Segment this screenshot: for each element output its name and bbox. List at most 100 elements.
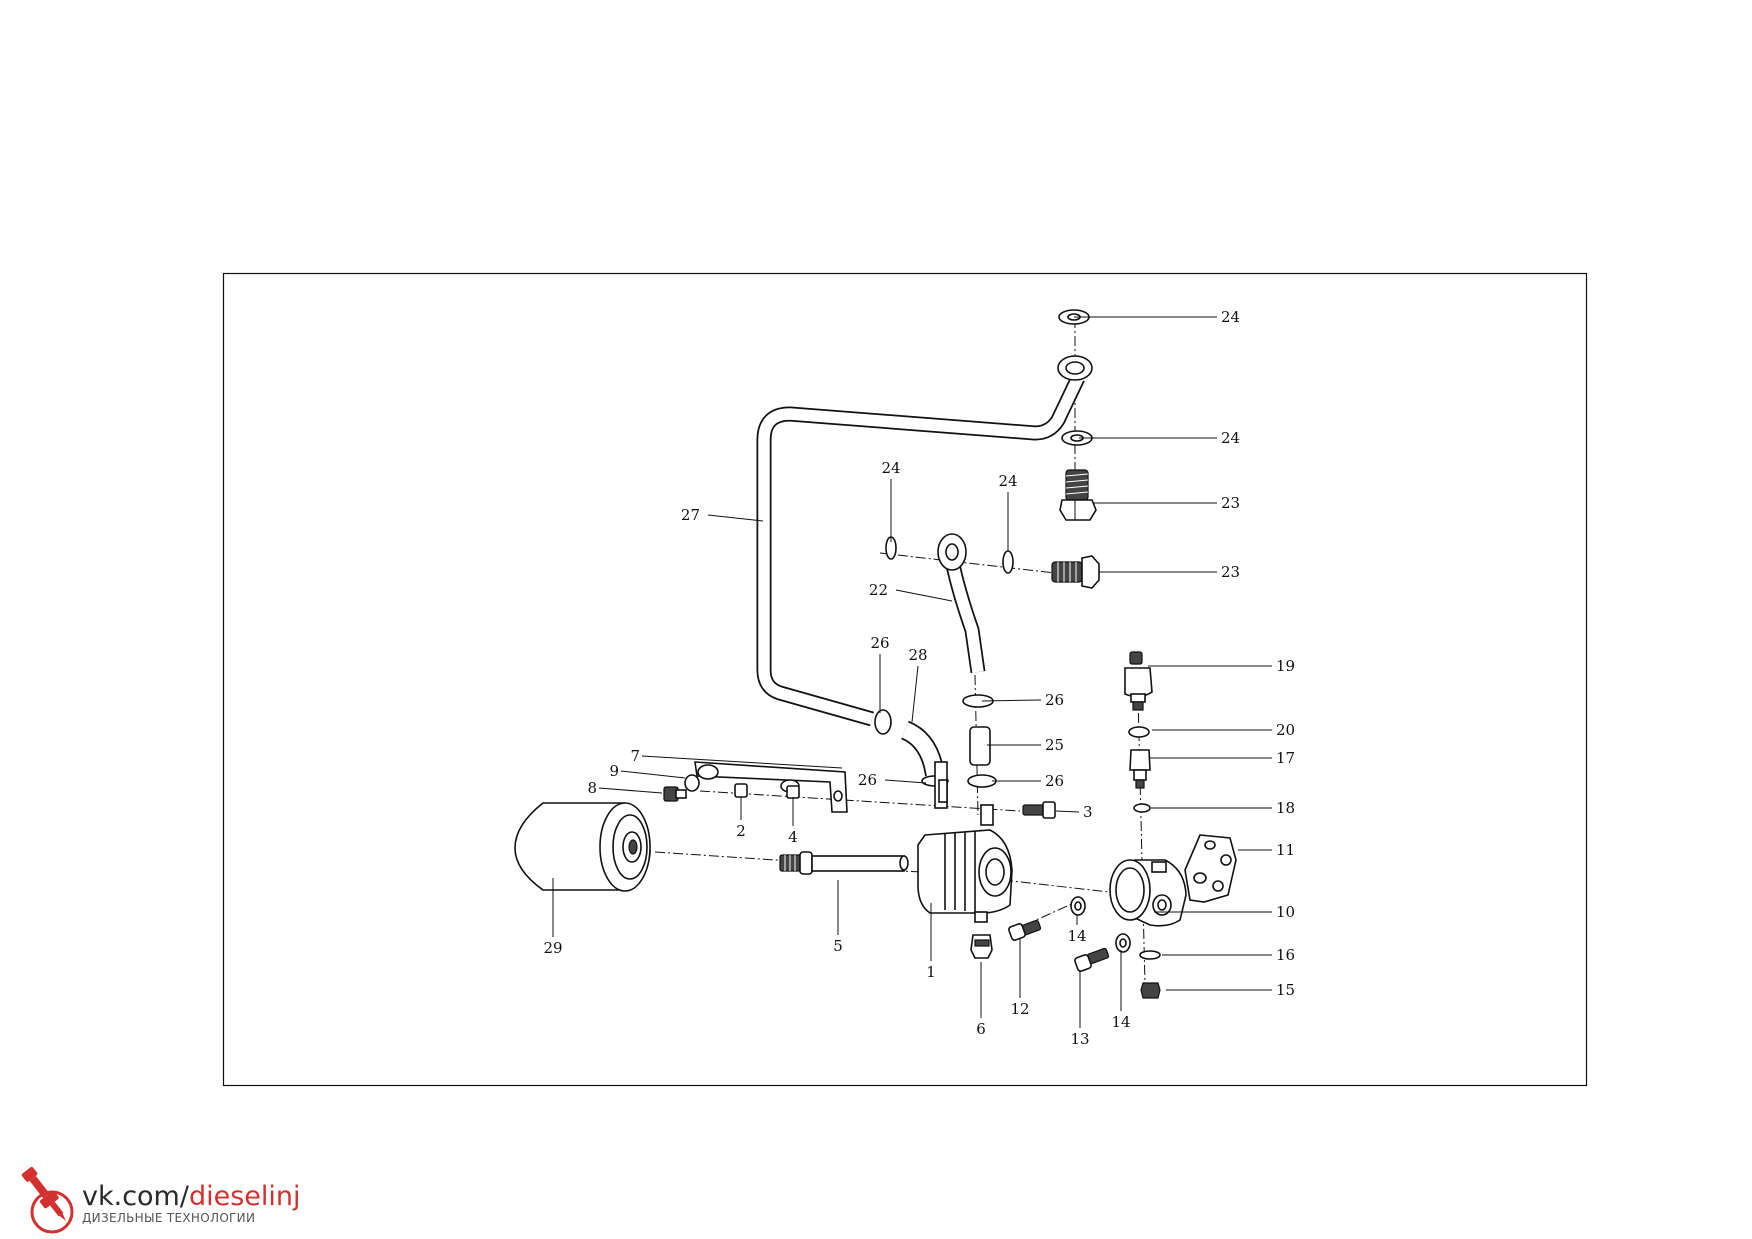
callout-18: 18	[1151, 799, 1295, 817]
bracket-7	[694, 761, 848, 813]
callout-leader	[707, 514, 764, 522]
callout-number: 7	[630, 747, 640, 765]
callout-14: 14	[1067, 915, 1087, 945]
callout-8: 8	[587, 779, 663, 797]
washer-9	[684, 774, 700, 792]
washer-24-right	[1002, 550, 1014, 574]
bolt-3	[1022, 801, 1056, 819]
bolt-13	[1074, 947, 1110, 972]
hose-28	[900, 720, 945, 777]
watermark-text: vk.com/dieselinj ДИЗЕЛЬНЫЕ ТЕХНОЛОГИИ	[82, 1183, 301, 1226]
callout-16: 16	[1162, 946, 1295, 964]
callout-28: 28	[908, 646, 928, 723]
plug-15	[1140, 982, 1161, 999]
oil-filter-29	[514, 802, 651, 892]
callout-leader	[598, 787, 663, 794]
callout-14: 14	[1111, 950, 1131, 1031]
bolt-8	[663, 786, 687, 802]
callout-leader	[620, 770, 686, 779]
hose-clamp-26-lower	[967, 774, 997, 788]
callout-5: 5	[833, 880, 843, 955]
callout-9: 9	[609, 762, 686, 780]
callout-26: 26	[870, 634, 890, 713]
oil-pipe-22	[937, 533, 986, 674]
callout-24: 24	[998, 472, 1018, 551]
callout-leader	[884, 779, 927, 784]
callout-24: 24	[881, 459, 901, 542]
callout-number: 20	[1276, 721, 1295, 739]
callout-number: 10	[1276, 903, 1295, 921]
callout-number: 23	[1221, 494, 1240, 512]
callout-number: 17	[1276, 749, 1295, 767]
callout-27: 27	[681, 506, 764, 524]
callout-22: 22	[869, 581, 953, 602]
callout-2: 2	[736, 797, 746, 840]
oil-cooler-1	[917, 761, 1013, 959]
callout-29: 29	[543, 878, 563, 957]
callout-15: 15	[1166, 981, 1295, 999]
callout-1: 1	[926, 903, 936, 981]
spacer-2	[734, 783, 748, 798]
callout-number: 28	[908, 646, 927, 664]
watermark-tagline: ДИЗЕЛЬНЫЕ ТЕХНОЛОГИИ	[82, 1211, 256, 1225]
injector-icon	[21, 1166, 66, 1221]
washer-14-upper	[1070, 896, 1086, 916]
callout-24: 24	[1074, 308, 1240, 326]
callout-number: 14	[1111, 1013, 1130, 1031]
callout-23: 23	[1099, 563, 1240, 581]
callout-number: 27	[681, 506, 700, 524]
callout-7: 7	[630, 747, 843, 769]
callout-number: 14	[1067, 927, 1086, 945]
callout-number: 4	[788, 828, 798, 846]
callout-26: 26	[981, 691, 1064, 709]
callout-number: 26	[1045, 691, 1064, 709]
callout-number: 24	[881, 459, 900, 477]
callout-11: 11	[1238, 841, 1295, 859]
callout-number: 8	[587, 779, 597, 797]
callout-number: 12	[1010, 1000, 1029, 1018]
spacer-4	[786, 785, 800, 799]
callout-10: 10	[1154, 903, 1295, 921]
callout-number: 19	[1276, 657, 1295, 675]
dieselinj-logo	[21, 1166, 74, 1234]
callout-13: 13	[1070, 970, 1090, 1048]
callout-number: 16	[1276, 946, 1295, 964]
callout-number: 3	[1083, 803, 1093, 821]
adapter-17	[1129, 749, 1151, 789]
watermark-url-prefix: vk.com/	[82, 1181, 189, 1212]
callout-number: 6	[976, 1020, 986, 1038]
callout-number: 24	[998, 472, 1017, 490]
callout-number: 23	[1221, 563, 1240, 581]
callout-3: 3	[1055, 803, 1093, 821]
callout-number: 13	[1070, 1030, 1089, 1048]
callout-number: 24	[1221, 308, 1240, 326]
ring-icon	[30, 1190, 74, 1234]
callout-number: 18	[1276, 799, 1295, 817]
callout-26: 26	[992, 772, 1064, 790]
hose-clamp-26-left	[874, 709, 892, 735]
callout-leader	[641, 755, 843, 769]
callout-number: 26	[858, 771, 877, 789]
callout-leader	[895, 589, 953, 602]
watermark-url[interactable]: vk.com/dieselinj	[82, 1183, 301, 1211]
callout-number: 9	[609, 762, 619, 780]
callout-12: 12	[1010, 939, 1030, 1018]
diagram-frame	[222, 272, 1588, 1087]
callout-24: 24	[1079, 429, 1240, 447]
callout-20: 20	[1152, 721, 1295, 739]
washer-16	[1139, 950, 1161, 960]
callout-number: 26	[870, 634, 889, 652]
callout-6: 6	[976, 962, 986, 1038]
callout-26: 26	[858, 771, 927, 789]
callout-leader	[911, 665, 919, 723]
callout-25: 25	[987, 736, 1064, 754]
callout-number: 11	[1276, 841, 1295, 859]
washer-18	[1133, 803, 1151, 813]
threaded-stud-5	[779, 851, 909, 875]
filter-head-10	[1109, 859, 1187, 927]
callout-number: 1	[926, 963, 936, 981]
pressure-sensor-19	[1124, 651, 1153, 711]
callout-number: 15	[1276, 981, 1295, 999]
callout-number: 26	[1045, 772, 1064, 790]
